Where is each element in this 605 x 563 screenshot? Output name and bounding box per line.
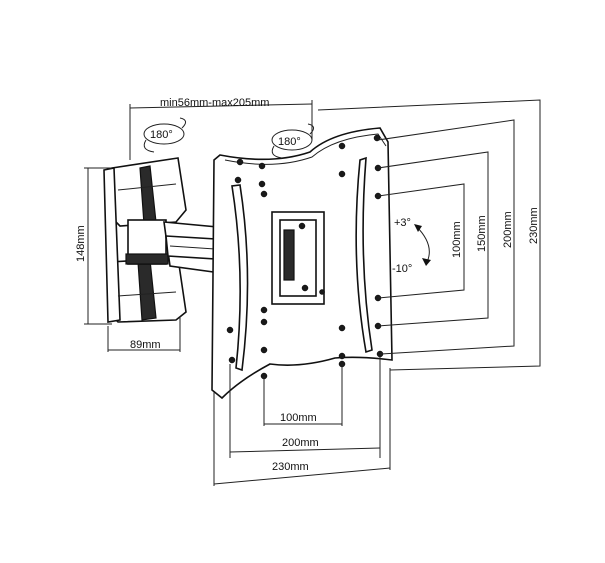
vesa-vertical-200: 200mm	[502, 211, 514, 248]
vesa-vertical-230: 230mm	[528, 207, 540, 244]
swivel-right-label: 180°	[278, 136, 301, 148]
vesa-horizontal-230: 230mm	[272, 461, 309, 473]
vesa-vertical-150: 150mm	[476, 215, 488, 252]
vesa-horizontal-dimensions: 100mm 200mm 230mm	[213, 356, 391, 486]
vesa-horizontal-200: 200mm	[282, 437, 319, 449]
swivel-right: 180°	[271, 123, 314, 159]
tilt-down-label: -10°	[392, 263, 412, 275]
tilt-indicator: +3° -10°	[392, 217, 431, 275]
tv-plate	[211, 127, 393, 400]
arm-extension-dimension: min56mm-max205mm	[129, 97, 313, 160]
tilt-up-label: +3°	[394, 217, 411, 229]
vesa-vertical-100: 100mm	[451, 221, 463, 258]
wall-plate-height-dimension: 148mm	[75, 167, 112, 325]
wall-bracket	[103, 157, 187, 323]
wall-plate-depth-label: 89mm	[130, 339, 161, 351]
wall-plate-depth-dimension: 89mm	[107, 316, 181, 352]
wall-plate-height-label: 148mm	[75, 225, 87, 262]
vesa-vertical-dimensions: 100mm 150mm 200mm 230mm	[317, 99, 541, 371]
swivel-left-label: 180°	[150, 129, 173, 141]
vesa-horizontal-100: 100mm	[280, 412, 317, 424]
vesa-holes	[226, 134, 384, 380]
swivel-left: 180°	[143, 117, 186, 153]
arm-extension-label: min56mm-max205mm	[160, 97, 269, 109]
